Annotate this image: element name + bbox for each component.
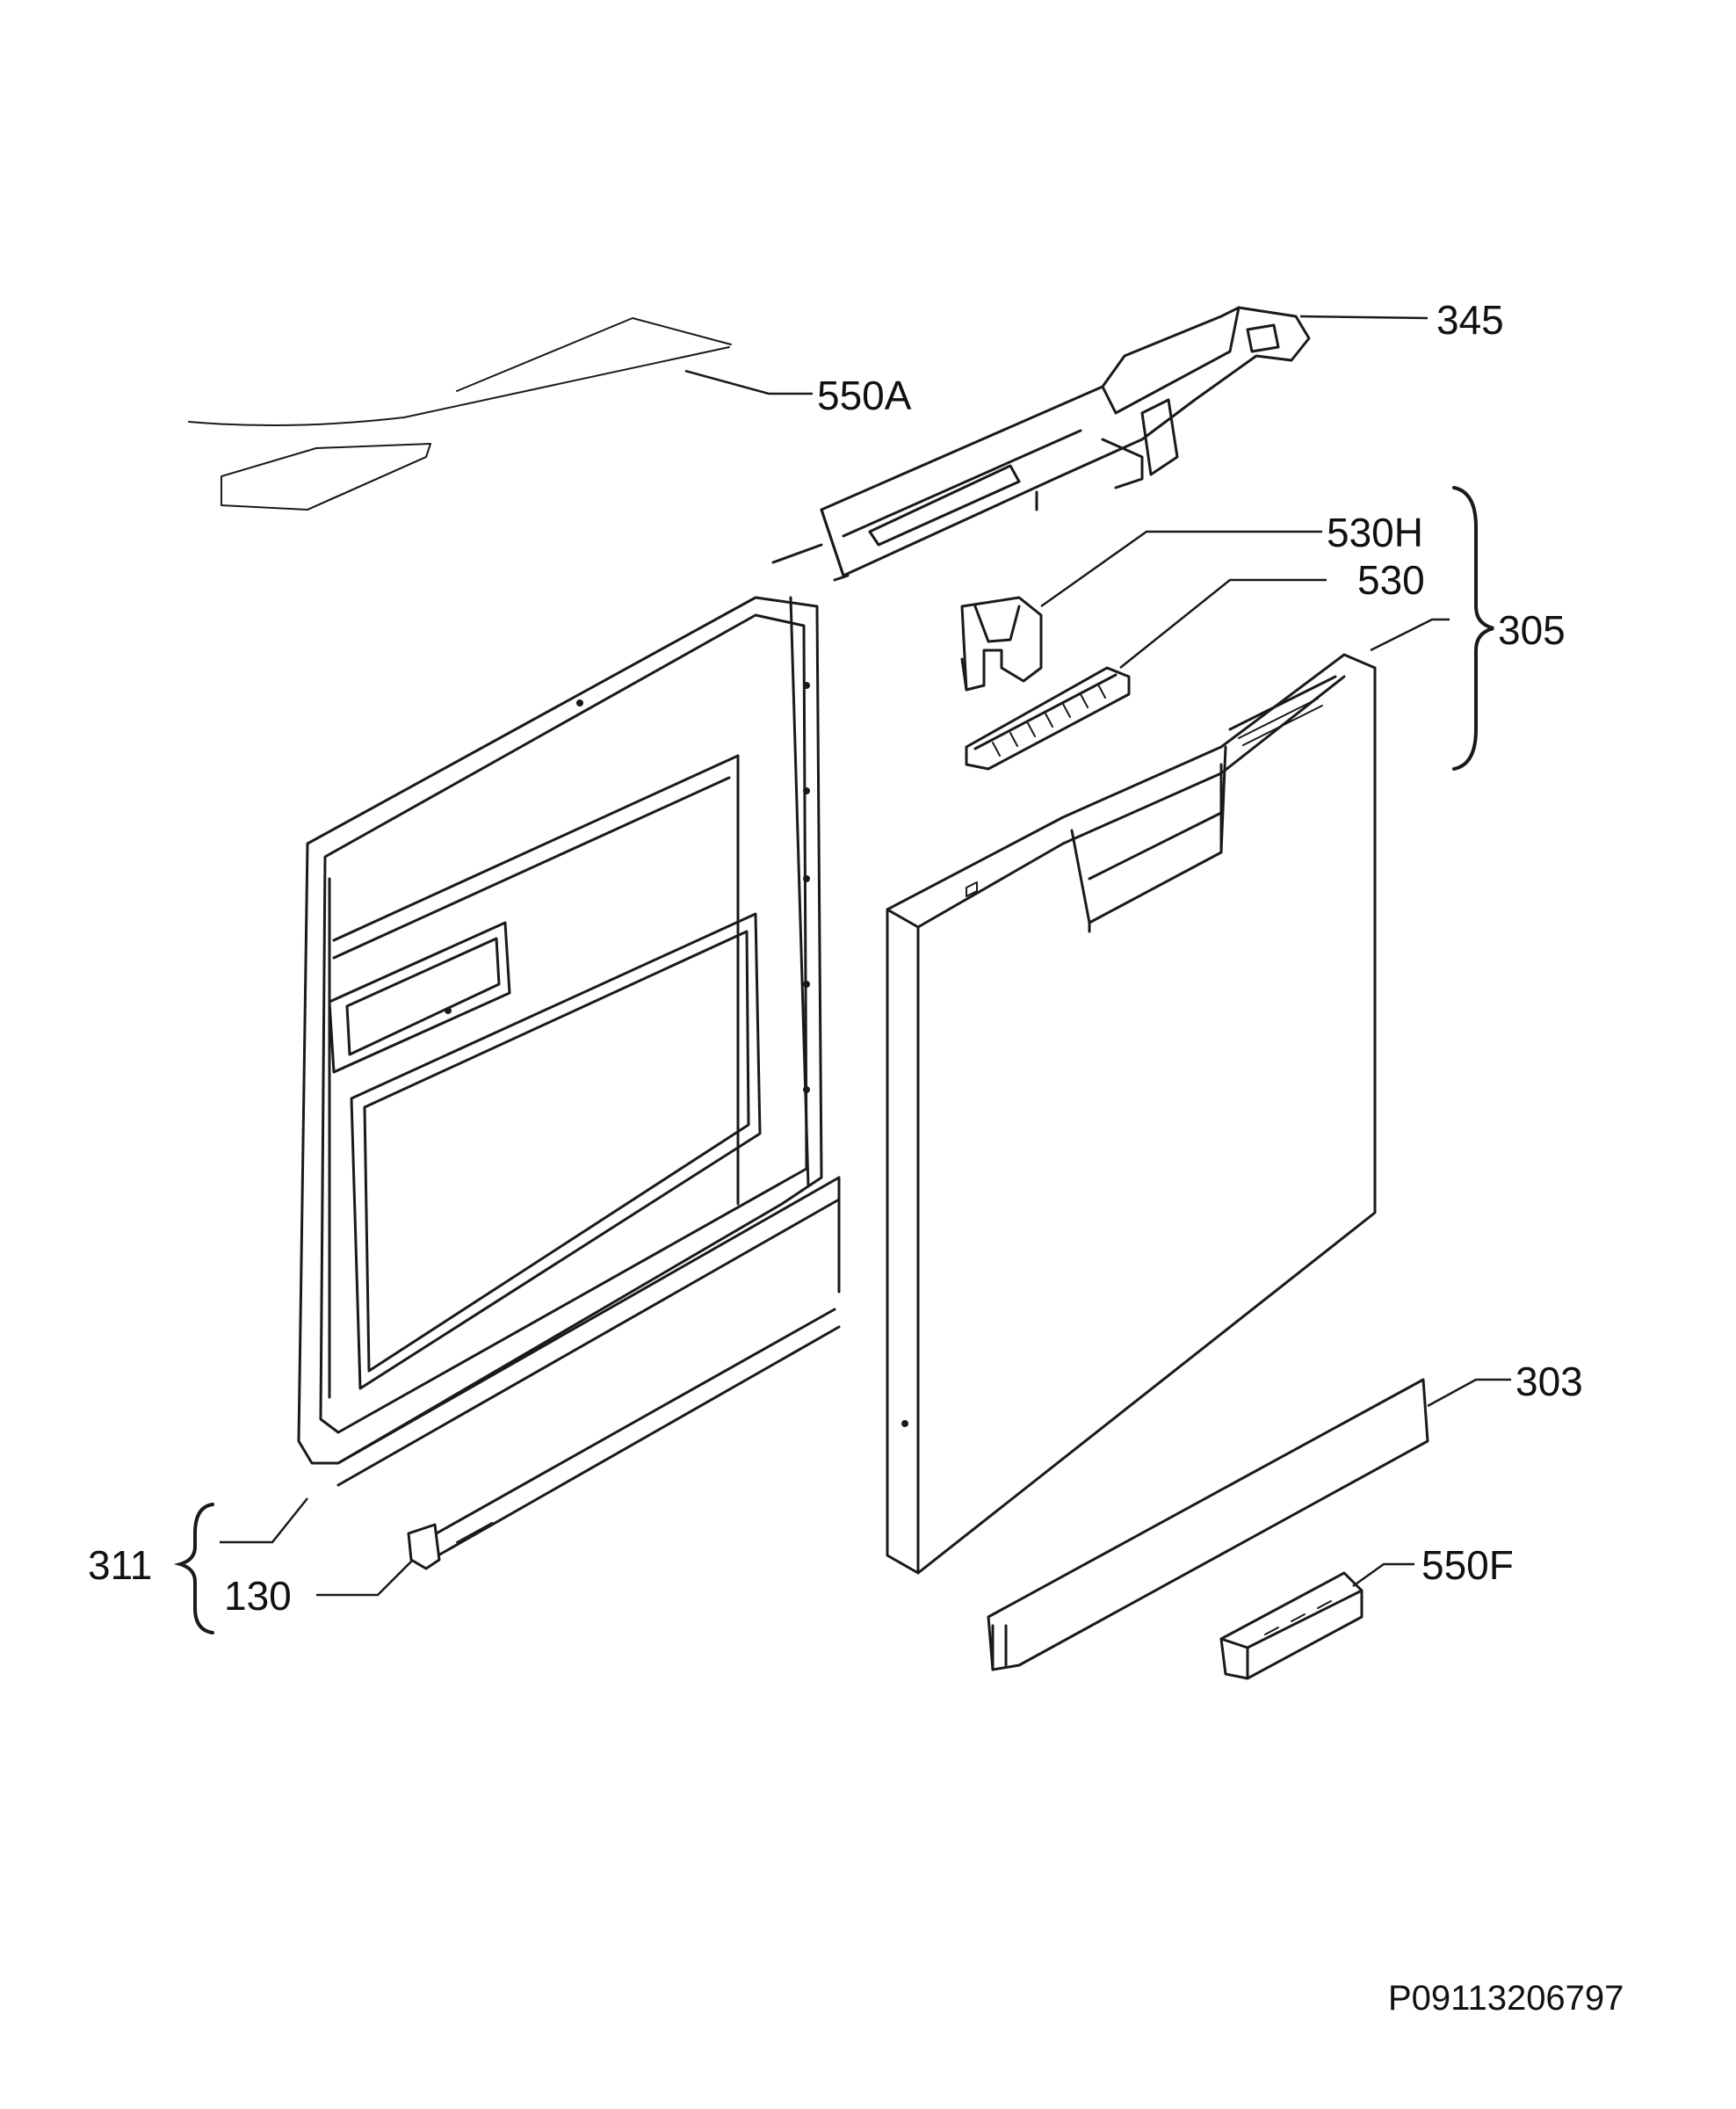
part-303-kick-plate xyxy=(987,1378,1429,1671)
drawing-code: P09113206797 xyxy=(1388,1979,1624,2018)
part-311-inner-door xyxy=(297,596,841,1487)
leader-550F xyxy=(1352,1562,1414,1588)
leader-lines xyxy=(220,315,1511,1597)
leader-530H xyxy=(1040,530,1322,608)
part-550A-label-strip xyxy=(188,317,732,511)
brace-305 xyxy=(1452,486,1494,771)
callout-530H: 530H xyxy=(1327,510,1423,555)
callout-550A: 550A xyxy=(817,373,912,418)
leader-530 xyxy=(1119,578,1327,669)
callout-130: 130 xyxy=(224,1573,292,1619)
part-530-rail xyxy=(965,666,1131,771)
part-305-outer-door xyxy=(886,653,1377,1575)
callout-311: 311 xyxy=(88,1542,152,1588)
part-345-top-rail xyxy=(771,306,1311,582)
callout-303: 303 xyxy=(1515,1359,1583,1404)
callout-530: 530 xyxy=(1357,557,1425,603)
leader-345 xyxy=(1299,315,1429,320)
callout-345: 345 xyxy=(1436,297,1504,343)
leader-550A xyxy=(684,369,813,395)
leader-311 xyxy=(220,1497,308,1544)
brace-311 xyxy=(173,1503,214,1634)
part-130-seal-strip xyxy=(407,1308,841,1570)
leader-305 xyxy=(1370,618,1450,652)
part-550F-clip xyxy=(1219,1571,1363,1680)
callout-305: 305 xyxy=(1498,607,1566,653)
part-530H-clip xyxy=(960,596,1043,692)
leader-303 xyxy=(1427,1378,1511,1408)
callout-550F: 550F xyxy=(1421,1542,1514,1588)
leader-130 xyxy=(316,1559,414,1597)
